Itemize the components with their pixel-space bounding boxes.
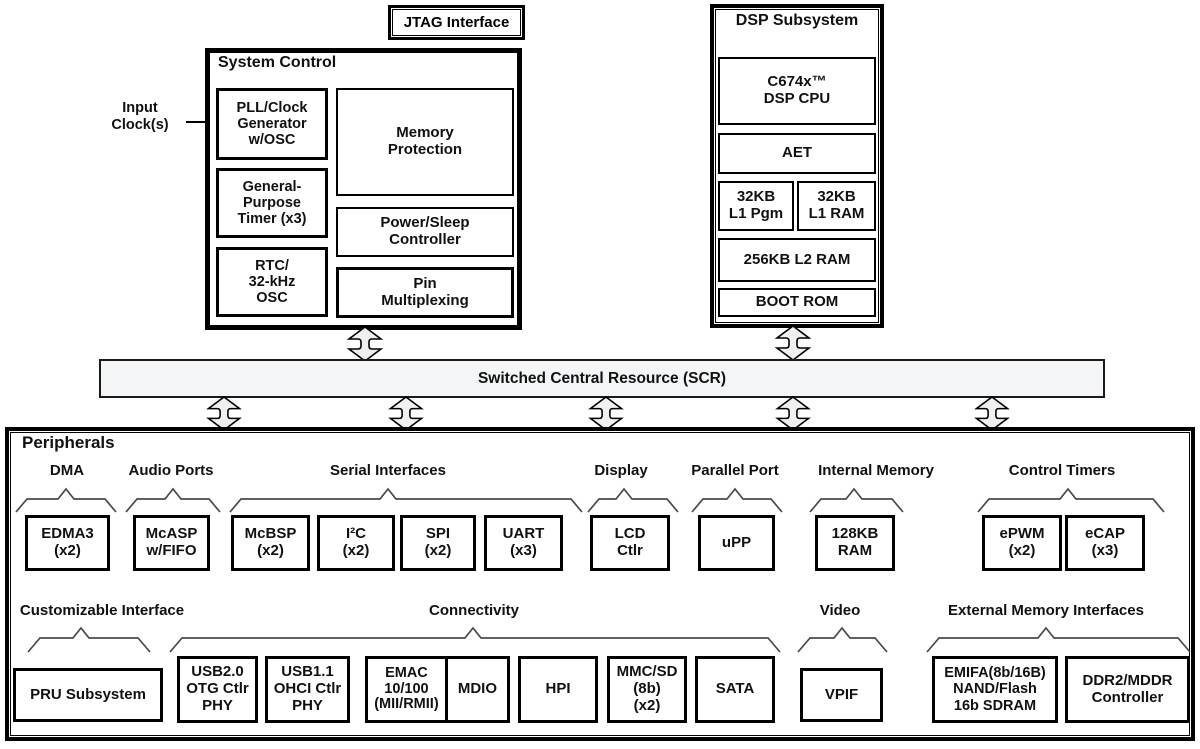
dsp-subsystem-title: DSP Subsystem — [735, 12, 859, 29]
group-label-serial-interfaces: Serial Interfaces — [330, 462, 446, 479]
group-label-customizable-interface: Customizable Interface — [19, 602, 185, 619]
block-rtc-32khz-osc: RTC/ 32-kHz OSC — [216, 247, 328, 317]
block-pin-multiplexing: Pin Multiplexing — [336, 267, 514, 318]
bus-connector-icon — [974, 396, 1010, 431]
block-vpif: VPIF — [800, 668, 883, 722]
block-usb11-ohci: USB1.1 OHCI Ctlr PHY — [265, 656, 350, 723]
block-c674x-dsp-cpu: C674x™ DSP CPU — [718, 57, 876, 125]
input-clock-label: Input Clock(s) — [111, 100, 169, 133]
block-emac-mdio-group: EMAC 10/100 (MII/RMII) MDIO — [365, 656, 510, 723]
bus-connector-icon — [346, 326, 384, 362]
block-mdio: MDIO — [444, 659, 507, 720]
group-label-connectivity: Connectivity — [428, 602, 520, 619]
block-emac: EMAC 10/100 (MII/RMII) — [374, 664, 439, 713]
brace-customizable-interface — [27, 626, 151, 653]
switched-central-resource-bar: Switched Central Resource (SCR) — [99, 359, 1105, 398]
block-ddr2-mddr: DDR2/MDDR Controller — [1065, 656, 1190, 723]
block-mcasp: McASP w/FIFO — [133, 515, 210, 571]
group-label-dma: DMA — [49, 462, 85, 479]
brace-control-timers — [977, 487, 1165, 513]
block-power-sleep-controller: Power/Sleep Controller — [336, 207, 514, 257]
bus-connector-icon — [206, 396, 242, 431]
block-general-purpose-timer: General- Purpose Timer (x3) — [216, 168, 328, 238]
block-pll-clock-generator: PLL/Clock Generator w/OSC — [216, 88, 328, 160]
peripherals-title: Peripherals — [22, 433, 115, 452]
group-label-parallel-port: Parallel Port — [691, 462, 779, 479]
block-edma3: EDMA3 (x2) — [25, 515, 110, 571]
brace-audio-ports — [125, 487, 221, 513]
block-boot-rom: BOOT ROM — [718, 288, 876, 317]
block-pru-subsystem: PRU Subsystem — [13, 668, 163, 722]
block-256kb-l2-ram: 256KB L2 RAM — [718, 238, 876, 282]
block-32kb-l1-ram: 32KB L1 RAM — [797, 181, 876, 231]
block-emifa: EMIFA(8b/16B) NAND/Flash 16b SDRAM — [932, 656, 1058, 723]
block-lcd-ctlr: LCD Ctlr — [590, 515, 670, 571]
group-label-display: Display — [594, 462, 648, 479]
group-label-video: Video — [819, 602, 861, 619]
block-ecap: eCAP (x3) — [1065, 515, 1145, 571]
block-32kb-l1-pgm: 32KB L1 Pgm — [718, 181, 794, 231]
brace-serial-interfaces — [229, 487, 583, 513]
block-hpi: HPI — [518, 656, 598, 723]
group-label-control-timers: Control Timers — [1008, 462, 1116, 479]
brace-video — [797, 626, 888, 653]
block-sata: SATA — [695, 656, 775, 723]
block-mmcsd: MMC/SD (8b) (x2) — [607, 656, 687, 723]
jtag-interface-label: JTAG Interface — [403, 14, 510, 31]
jtag-interface-box: JTAG Interface — [388, 5, 525, 40]
group-label-audio-ports: Audio Ports — [128, 462, 214, 479]
group-label-internal-memory: Internal Memory — [818, 462, 934, 479]
block-epwm: ePWM (x2) — [982, 515, 1062, 571]
brace-external-memory-interfaces — [926, 626, 1191, 653]
block-128kb-ram: 128KB RAM — [815, 515, 895, 571]
bus-connector-icon — [774, 325, 812, 361]
block-upp: uPP — [698, 515, 775, 571]
group-label-external-memory-interfaces: External Memory Interfaces — [948, 602, 1144, 619]
brace-parallel-port — [691, 487, 783, 513]
block-spi: SPI (x2) — [400, 515, 476, 571]
block-uart: UART (x3) — [484, 515, 563, 571]
bus-connector-icon — [588, 396, 624, 431]
brace-connectivity — [169, 626, 781, 653]
block-i2c: I²C (x2) — [317, 515, 395, 571]
bus-connector-icon — [388, 396, 424, 431]
block-mcbsp: McBSP (x2) — [231, 515, 310, 571]
block-memory-protection: Memory Protection — [336, 88, 514, 196]
block-aet: AET — [718, 133, 876, 174]
brace-dma — [15, 487, 117, 513]
system-control-title: System Control — [218, 54, 337, 71]
block-usb20-otg: USB2.0 OTG Ctlr PHY — [177, 656, 258, 723]
brace-internal-memory — [809, 487, 904, 513]
brace-display — [587, 487, 679, 513]
bus-connector-icon — [775, 396, 811, 431]
